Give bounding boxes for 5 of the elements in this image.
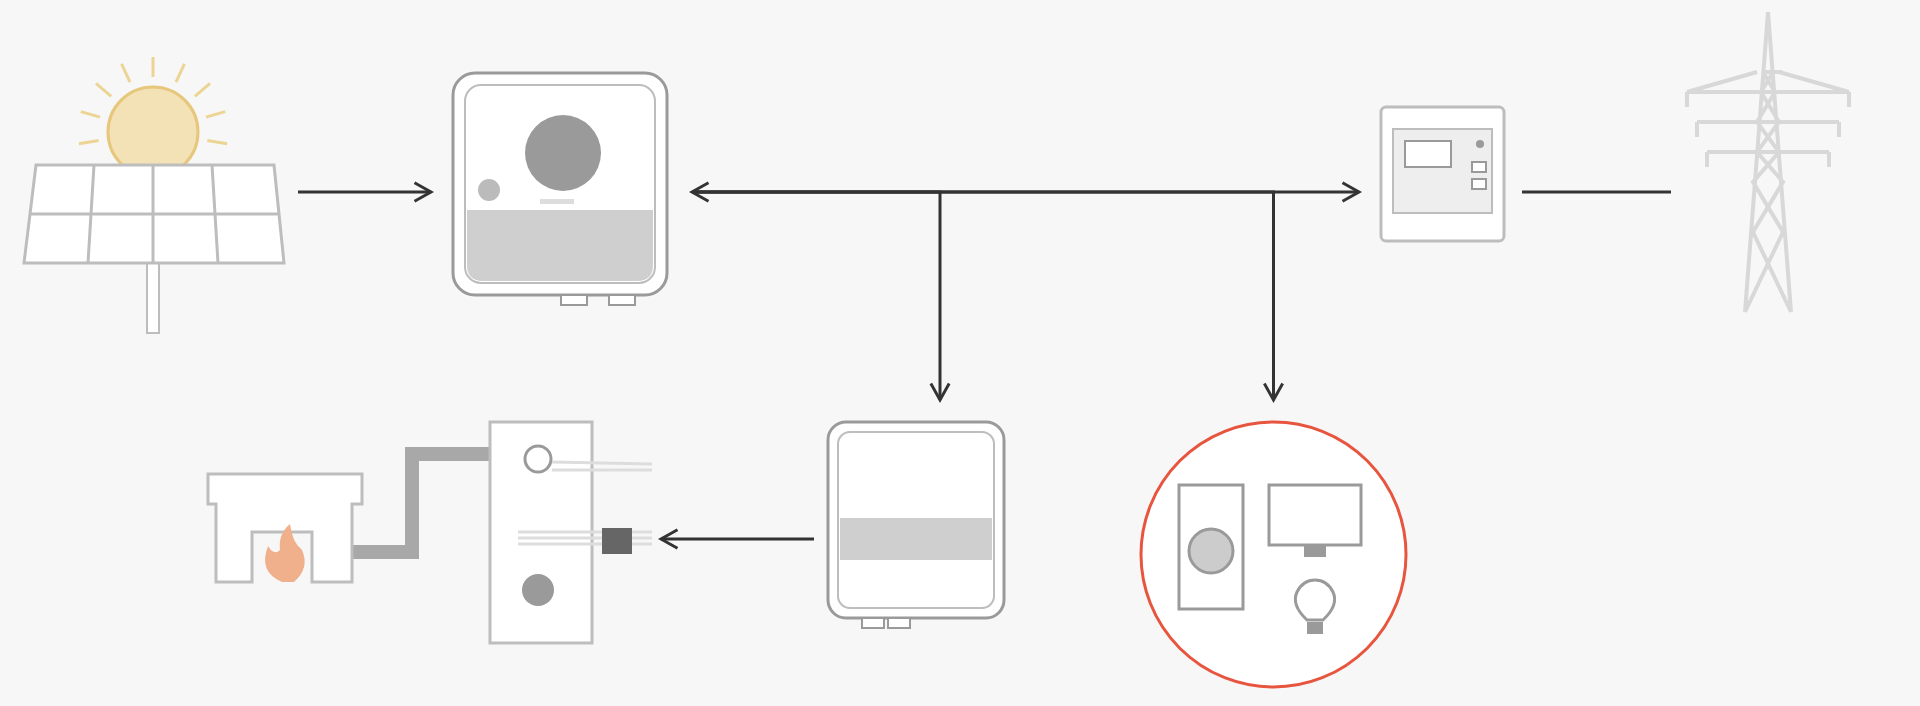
arrow (692, 190, 1285, 402)
arrow (690, 181, 1361, 203)
arrow (659, 528, 814, 550)
arrow (298, 181, 433, 203)
connector-line (1522, 190, 1671, 194)
